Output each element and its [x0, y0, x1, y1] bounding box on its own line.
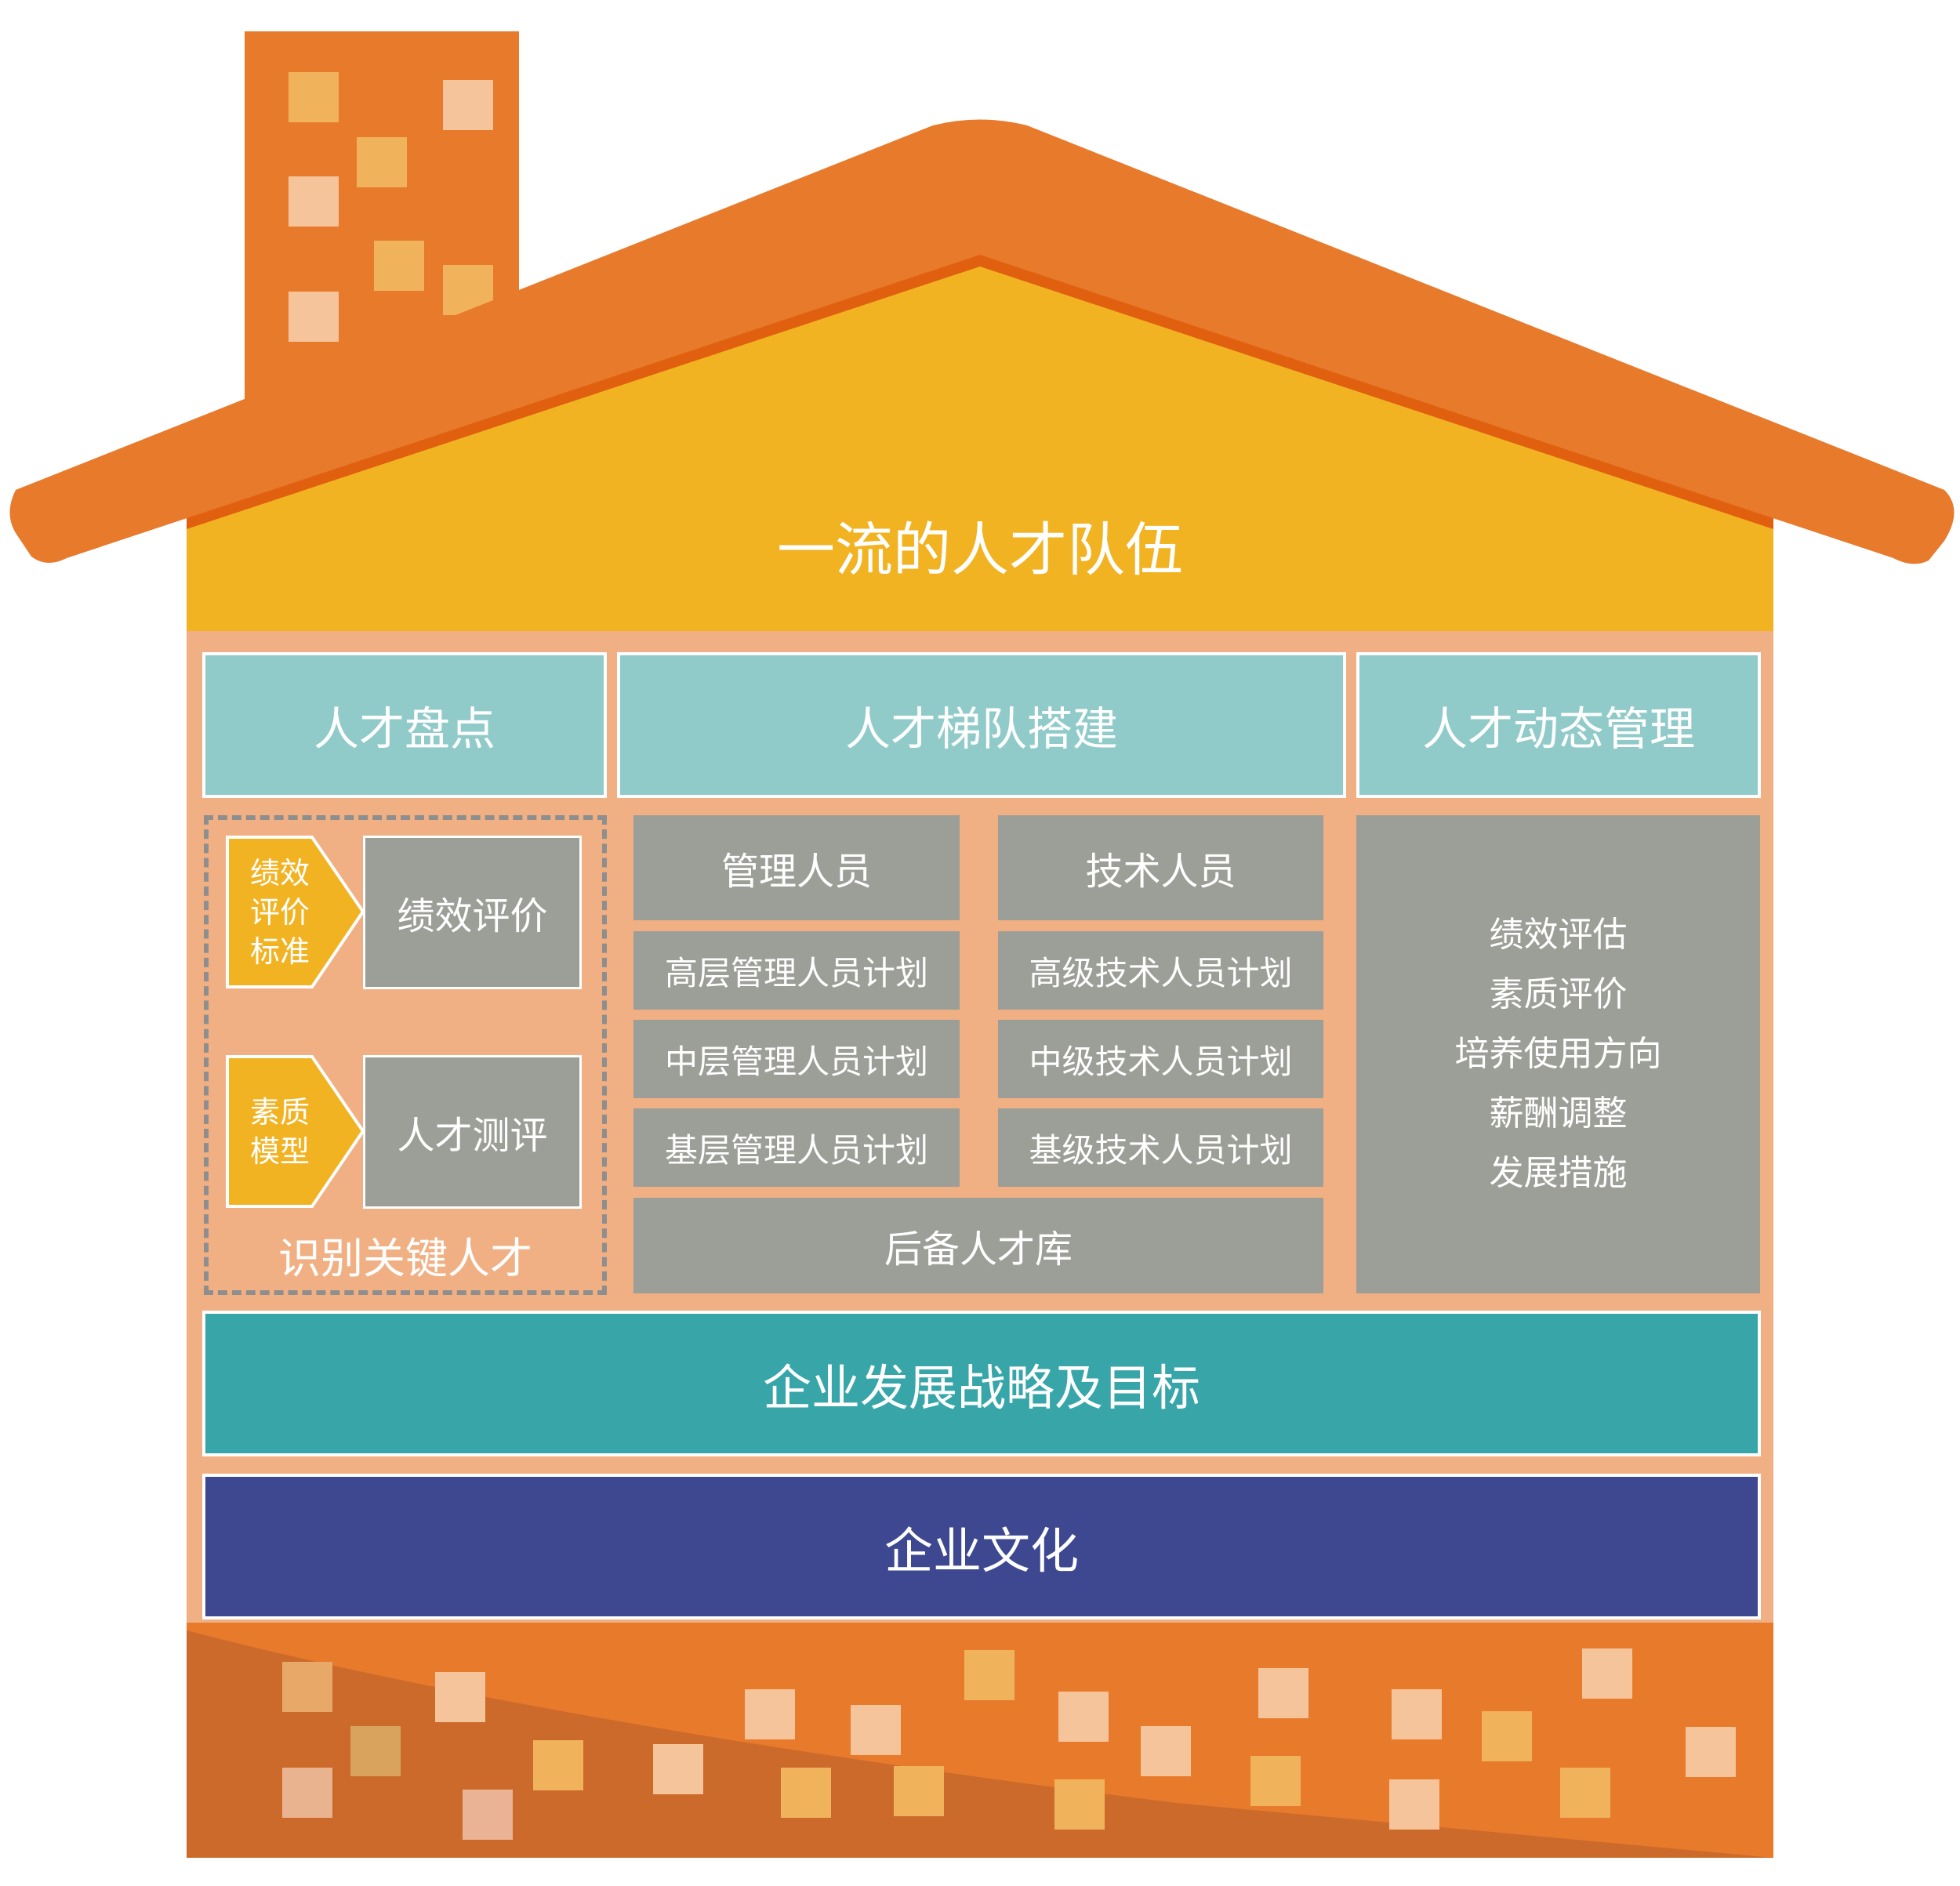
tag-performance-standard: 绩效 评价 标准: [249, 855, 310, 969]
dynamic-item-direction: 培养使用方向: [1454, 1034, 1662, 1074]
dynamic-item-development: 发展措施: [1489, 1153, 1628, 1193]
reserve-talent-pool: 后备人才库: [633, 1198, 1323, 1293]
gable: [187, 249, 1773, 631]
mgmt-item-base: 基层管理人员计划: [633, 1108, 960, 1187]
roof: [9, 119, 1955, 564]
mgmt-item-middle: 中层管理人员计划: [633, 1020, 960, 1098]
pillar-header-dynamic: 人才动态管理: [1356, 652, 1761, 798]
tag-competency-model: 素质 模型: [249, 1094, 310, 1169]
box-talent-assessment: 人才测评: [363, 1055, 582, 1209]
dynamic-management-list: 绩效评估 素质评价 培养使用方向 薪酬调整 发展措施: [1356, 815, 1760, 1293]
main-title: 一流的人才队伍: [777, 516, 1183, 584]
pillar-header-inventory: 人才盘点: [202, 652, 607, 798]
tech-item-senior: 高级技术人员计划: [998, 931, 1323, 1010]
mgmt-item-senior: 高层管理人员计划: [633, 931, 960, 1010]
box-performance-eval: 绩效评价: [363, 836, 582, 989]
strategy-bar: 企业发展战略及目标: [202, 1311, 1761, 1456]
tag-arrow-2: [226, 1055, 365, 1208]
tag-arrow-1: [226, 836, 365, 988]
tech-item-base: 基级技术人员计划: [998, 1108, 1323, 1187]
mgmt-header: 管理人员: [633, 815, 960, 920]
tech-item-middle: 中级技术人员计划: [998, 1020, 1323, 1098]
pillar-header-ladder: 人才梯队搭建: [617, 652, 1346, 798]
dynamic-item-quality: 素质评价: [1489, 974, 1628, 1014]
identify-key-talent-group: [204, 815, 607, 1295]
dynamic-item-salary: 薪酬调整: [1489, 1094, 1628, 1133]
identify-caption: 识别关键人才: [278, 1233, 532, 1283]
tech-header: 技术人员: [998, 815, 1323, 920]
dynamic-item-performance: 绩效评估: [1489, 915, 1628, 955]
culture-bar: 企业文化: [202, 1474, 1761, 1619]
foundation-bricks: [282, 1648, 1736, 1840]
